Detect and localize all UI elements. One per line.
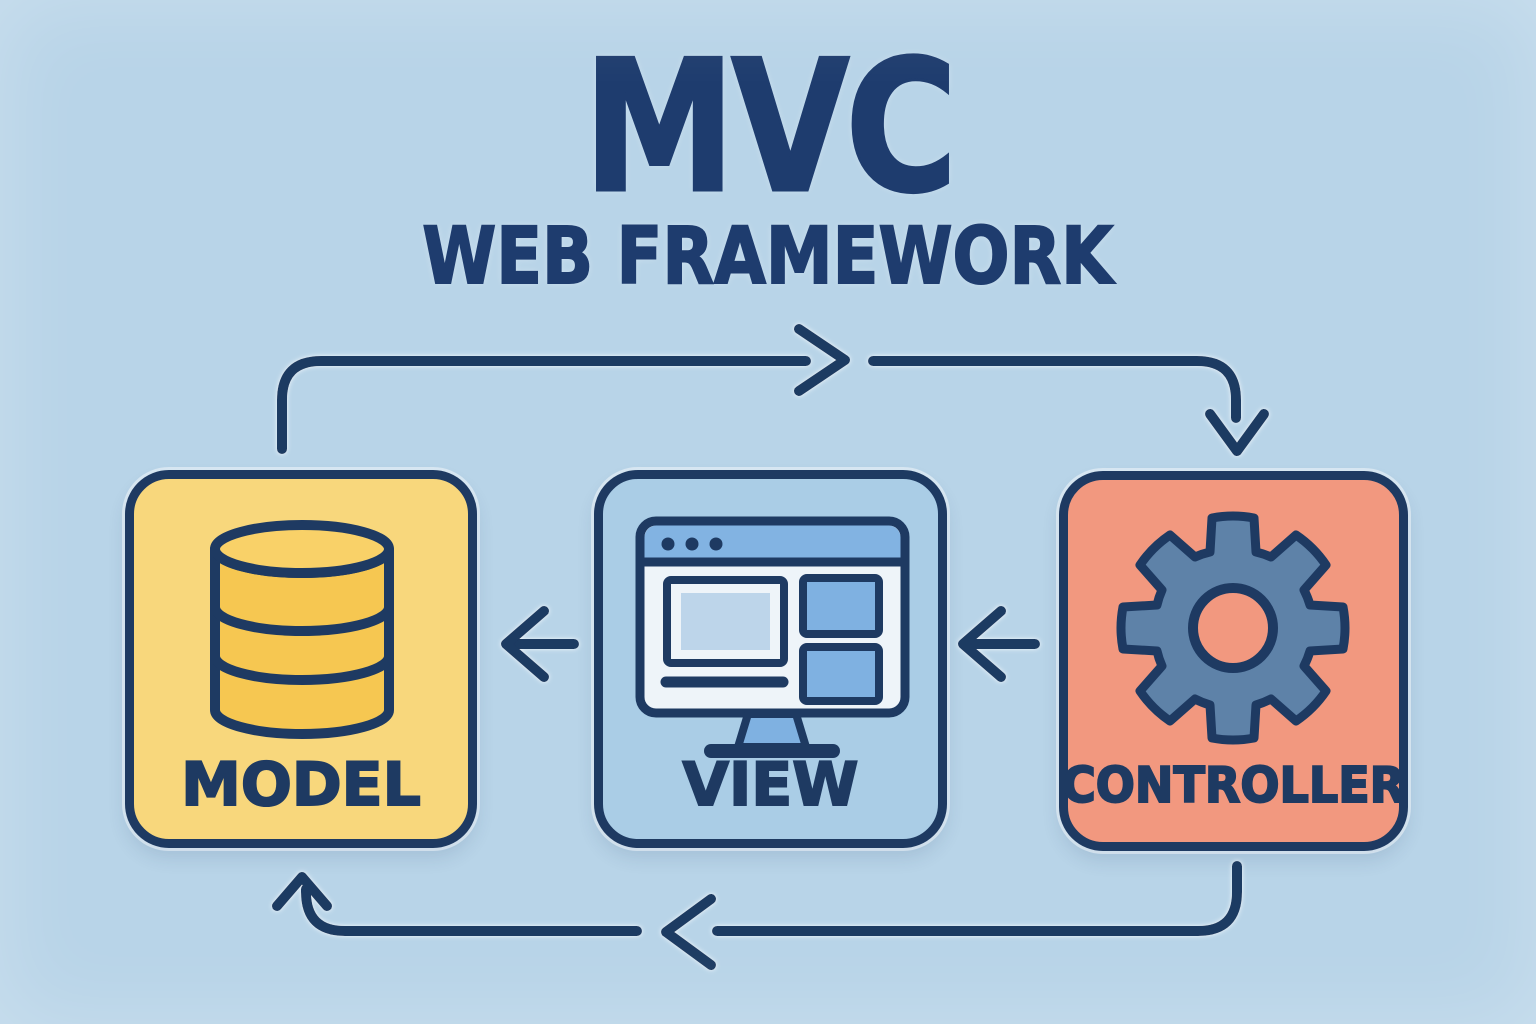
view-label: VIEW	[682, 750, 860, 820]
arrow-controller-to-model-bottom-right-segment	[661, 861, 1242, 970]
arrow-controller-to-view	[958, 606, 1040, 682]
arrowhead-up-icon	[272, 872, 332, 911]
page-subtitle: WEB FRAMEWORK	[422, 212, 1115, 302]
arrowhead-left-icon	[661, 894, 716, 970]
model-box: MODEL	[125, 470, 477, 848]
arrow-view-to-model	[501, 606, 579, 682]
view-box: VIEW	[594, 470, 947, 848]
controller-label: CONTROLLER	[1061, 757, 1406, 814]
model-label: MODEL	[180, 750, 422, 820]
page-title: MVC	[582, 21, 959, 233]
arrow-controller-to-model-bottom-left-segment	[272, 872, 642, 936]
arrowhead-left-icon	[958, 606, 1006, 682]
arrowhead-down-icon	[1205, 409, 1269, 456]
arrow-model-to-controller-top-right-segment	[868, 356, 1269, 456]
arrowhead-left-icon	[501, 606, 549, 682]
arrow-model-to-controller-top-left-segment	[277, 324, 850, 454]
controller-box: CONTROLLER	[1059, 471, 1408, 851]
arrowhead-right-icon	[794, 324, 850, 396]
